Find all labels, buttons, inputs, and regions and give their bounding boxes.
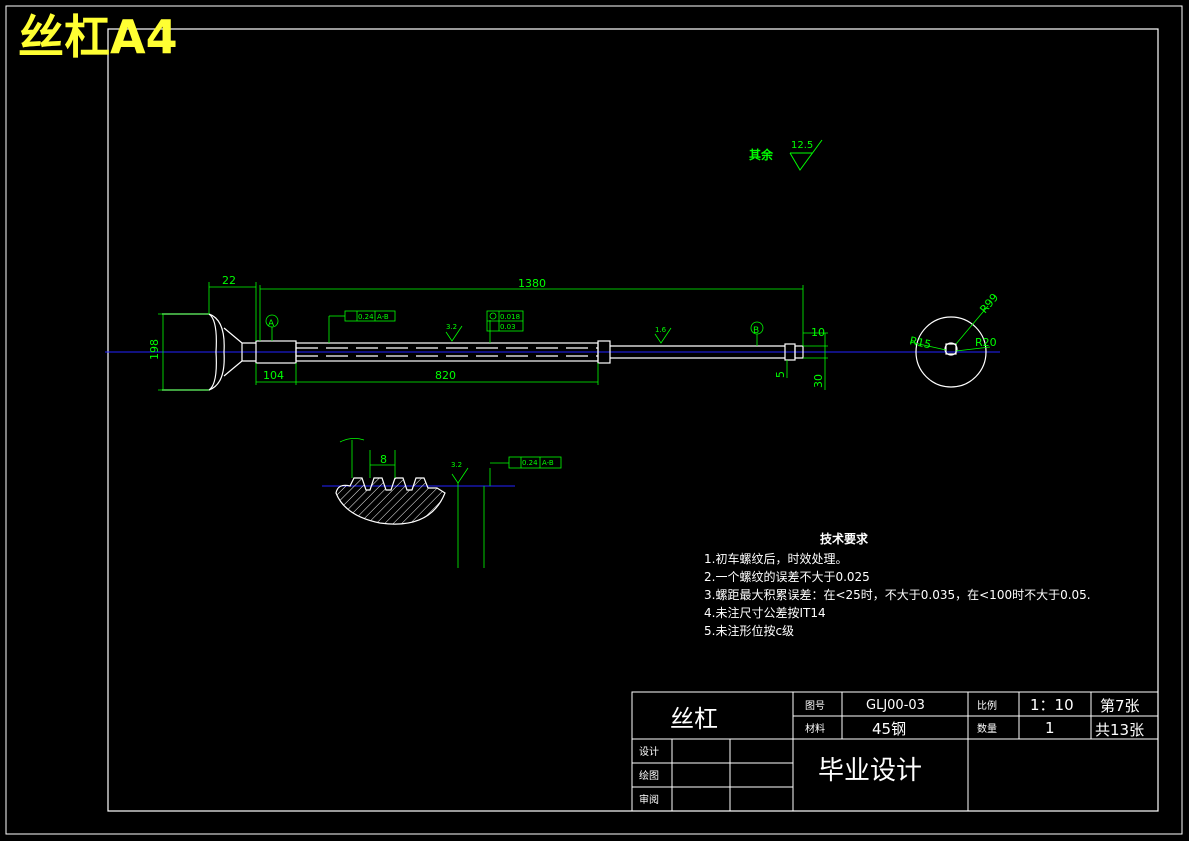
straightness-value: 0.03	[500, 323, 516, 331]
roughness-1.6: 1.6	[655, 326, 667, 334]
review-label: 审阅	[639, 793, 659, 806]
cylindricity-value: 0.018	[500, 313, 520, 321]
title-block-text: 丝杠 图号 GLJ00-03 比例 1：10 第7张 材料 45钢 数量 1 共…	[639, 696, 1144, 806]
scale-value: 1：10	[1030, 696, 1074, 714]
roughness-label: 其余	[749, 147, 774, 162]
datum-b-label: B	[753, 326, 759, 336]
quantity-label: 数量	[977, 722, 997, 735]
roughness-symbol	[789, 139, 823, 171]
dim-22: 22	[222, 274, 236, 287]
dim-5: 5	[774, 371, 787, 378]
dim-104: 104	[263, 369, 284, 382]
tech-req-item-1: 1.初车螺纹后，时效处理。	[704, 551, 847, 566]
datum-a-label: A	[268, 319, 275, 329]
runout-frame-1	[344, 310, 396, 322]
drawing-no-label: 图号	[805, 700, 825, 712]
title-block	[631, 691, 1159, 812]
shaft-geometry	[162, 313, 987, 391]
total-sheets: 共13张	[1095, 721, 1144, 739]
quantity-value: 1	[1045, 719, 1055, 737]
tech-req-item-4: 4.未注尺寸公差按IT14	[704, 605, 826, 620]
dim-r20: R20	[975, 336, 997, 349]
draw-label: 绘图	[639, 769, 659, 782]
inner-border	[107, 28, 1159, 812]
scale-label: 比例	[977, 699, 997, 712]
dimension-lines	[158, 282, 991, 391]
thread-profile	[335, 477, 446, 525]
roughness-3.2a: 3.2	[446, 323, 457, 331]
handwheel-rim	[208, 313, 217, 391]
end-view-inner	[944, 342, 958, 356]
runout-frame-2	[508, 456, 562, 469]
watermark-title: 丝杠A4	[18, 10, 178, 64]
end-view-outer	[915, 316, 987, 388]
runout-2-datum: A-B	[542, 459, 554, 467]
roughness-3.2b: 3.2	[451, 461, 462, 469]
sheet-number: 第7张	[1100, 697, 1140, 715]
part-name: 丝杠	[670, 705, 718, 733]
surface-roughness-other: 其余 12.5	[749, 139, 823, 171]
runout-1-datum: A-B	[377, 313, 389, 321]
drawing-no: GLJ00-03	[866, 698, 925, 713]
dim-10: 10	[811, 326, 825, 339]
material-label: 材料	[805, 722, 825, 735]
tolerance-text: 0.24 A-B 0.018 0.03 0.24 A-B 3.2 1.6 3.2	[358, 313, 667, 469]
technical-requirements: 技术要求 1.初车螺纹后，时效处理。 2.一个螺纹的误差不大于0.025 3.螺…	[704, 531, 1091, 638]
dim-198: 198	[148, 339, 161, 360]
thread-hidden-lines	[296, 347, 598, 357]
tech-req-item-5: 5.未注形位按c级	[704, 623, 794, 638]
handwheel-body	[162, 313, 225, 391]
dim-r15: R15	[908, 334, 932, 351]
tech-req-item-2: 2.一个螺纹的误差不大于0.025	[704, 569, 870, 584]
runout-2-value: 0.24	[522, 459, 538, 467]
tech-req-title: 技术要求	[820, 531, 869, 546]
project-name: 毕业设计	[818, 756, 922, 786]
dim-820: 820	[435, 369, 456, 382]
dimension-text: 22 1380 198 104 820 10 5 30 R99 R15 R20 …	[148, 274, 1001, 466]
tolerance-frames	[344, 310, 562, 469]
dim-1380: 1380	[518, 277, 546, 290]
tech-req-item-3: 3.螺距最大积累误差：在<25时，不大于0.035，在<100时不大于0.05.	[704, 588, 1091, 602]
dim-r99: R99	[977, 291, 1001, 316]
runout-1-value: 0.24	[358, 313, 374, 321]
material-value: 45钢	[872, 720, 906, 738]
dim-30: 30	[812, 374, 825, 388]
dim-8: 8	[380, 453, 387, 466]
roughness-value: 12.5	[791, 140, 813, 151]
outer-border	[5, 5, 1183, 835]
design-label: 设计	[639, 745, 659, 758]
thread-detail	[335, 438, 509, 568]
